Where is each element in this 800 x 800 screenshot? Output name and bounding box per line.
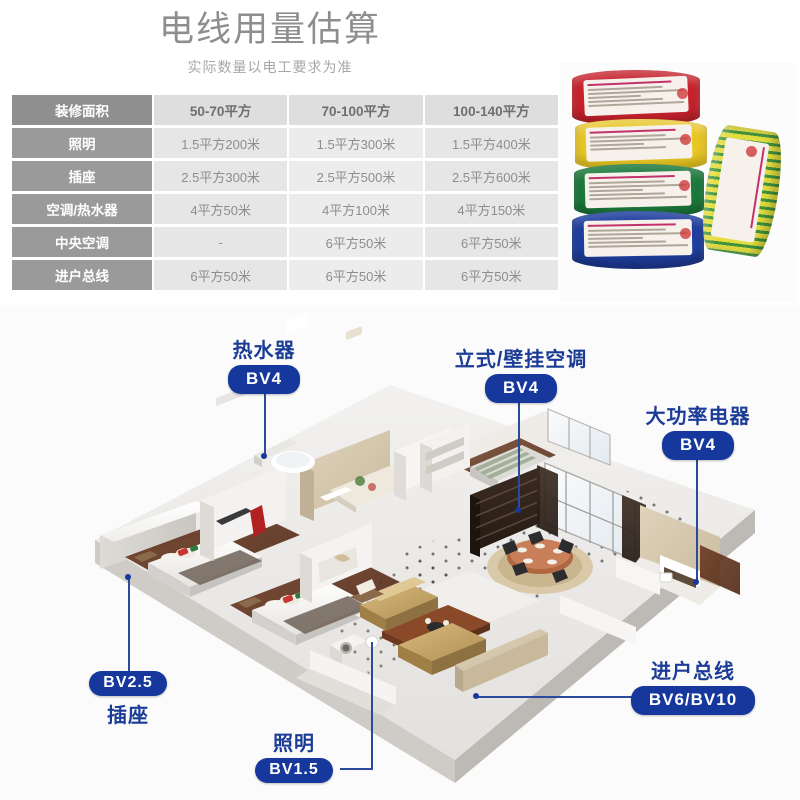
badge-air-conditioner[interactable]: BV4 [484,374,558,403]
bedroom-3 [420,408,611,493]
row-label-lighting: 照明 [12,128,152,158]
coil-stamp-red [677,88,688,99]
cell-socket-70-100: 2.5平方500米 [289,161,423,191]
coil-stamp-yellow [680,134,691,145]
connector-high-power [696,449,698,583]
connector-dot-air-conditioner [515,507,521,513]
wire-coil-photo [560,62,796,302]
callout-title-lighting: 照明 [273,733,315,755]
callout-high-power: 大功率电器 BV4 [612,400,784,460]
cell-ac-50-70: 4平方50米 [154,194,288,224]
bathroom [254,312,390,521]
coil-label-red [583,75,689,117]
coil-stamp-green [679,180,690,191]
callout-title-socket: 插座 [107,705,149,727]
table-row: 进户总线 6平方50米 6平方50米 6平方50米 [12,260,558,290]
callout-main-line: 进户总线 BV6/BV10 [600,655,786,715]
dining-room [470,461,646,594]
row-label-socket: 插座 [12,161,152,191]
cell-central-50-70: - [154,227,288,257]
coil-stamp-blue [680,228,691,239]
connector-dot-main-line [473,693,479,699]
callout-title-air-conditioner: 立式/壁挂空调 [454,349,588,371]
callout-air-conditioner: 立式/壁挂空调 BV4 [410,343,632,403]
row-label-central-ac: 中央空调 [12,227,152,257]
coil-label-green [584,170,692,209]
header-block: 电线用量估算 实际数量以电工要求为准 [0,10,540,77]
connector-socket [128,577,130,677]
badge-main-line[interactable]: BV6/BV10 [630,686,756,715]
cell-lighting-100-140: 1.5平方400米 [424,128,558,158]
column-header-70-100: 70-100平方 [289,95,423,125]
table-header-row: 装修面积 50-70平方 70-100平方 100-140平方 [12,95,558,125]
badge-water-heater[interactable]: BV4 [227,365,301,394]
row-label-ac-waterheater: 空调/热水器 [12,194,152,224]
cell-lighting-50-70: 1.5平方200米 [154,128,288,158]
cell-main-50-70: 6平方50米 [154,260,288,290]
wire-usage-table: 装修面积 50-70平方 70-100平方 100-140平方 照明 1.5平方… [10,92,560,293]
column-header-area: 装修面积 [12,95,152,125]
coil-label-yellow [585,124,693,162]
cell-central-70-100: 6平方50米 [289,227,423,257]
floorplan-svg [95,312,755,783]
column-header-50-70: 50-70平方 [154,95,288,125]
floorplan-illustration [0,305,800,800]
connector-main-line-horizontal [476,696,646,698]
table-row: 空调/热水器 4平方50米 4平方100米 4平方150米 [12,194,558,224]
balcony-utility [616,505,740,605]
page-title: 电线用量估算 [158,10,381,49]
callout-title-high-power: 大功率电器 [645,406,751,428]
table-row: 插座 2.5平方300米 2.5平方500米 2.5平方600米 [12,161,558,191]
living-room [330,571,540,675]
coil-label-blue [583,219,693,257]
cell-ac-100-140: 4平方150米 [424,194,558,224]
interior-walls [296,595,636,715]
connector-dot-high-power [693,579,699,585]
page-subtitle: 实际数量以电工要求为准 [187,59,353,76]
cell-lighting-70-100: 1.5平方300米 [289,128,423,158]
cell-socket-50-70: 2.5平方300米 [154,161,288,191]
connector-air-conditioner [518,393,520,511]
connector-lighting-vertical [371,642,373,770]
coil-stamp-yellow-green [746,146,757,157]
connector-lighting-horizontal [340,768,373,770]
table-row: 中央空调 - 6平方50米 6平方50米 [12,227,558,257]
cell-central-100-140: 6平方50米 [424,227,558,257]
cell-ac-70-100: 4平方100米 [289,194,423,224]
cell-main-70-100: 6平方50米 [289,260,423,290]
connector-dot-water-heater [261,453,267,459]
cell-main-100-140: 6平方50米 [424,260,558,290]
row-label-main-line: 进户总线 [12,260,152,290]
callout-title-water-heater: 热水器 [232,340,296,362]
connector-water-heater [264,377,266,457]
column-header-100-140: 100-140平方 [424,95,558,125]
cell-socket-100-140: 2.5平方600米 [424,161,558,191]
badge-lighting[interactable]: BV1.5 [255,758,333,783]
bedroom-2 [230,523,400,645]
callout-water-heater: 热水器 BV4 [178,334,350,394]
callout-lighting: 照明 BV1.5 [240,727,348,783]
badge-high-power[interactable]: BV4 [661,431,735,460]
connector-dot-socket [125,574,131,580]
table-row: 照明 1.5平方200米 1.5平方300米 1.5平方400米 [12,128,558,158]
badge-socket[interactable]: BV2.5 [89,671,167,696]
callout-socket: BV2.5 插座 [62,671,194,728]
callout-title-main-line: 进户总线 [651,661,735,683]
